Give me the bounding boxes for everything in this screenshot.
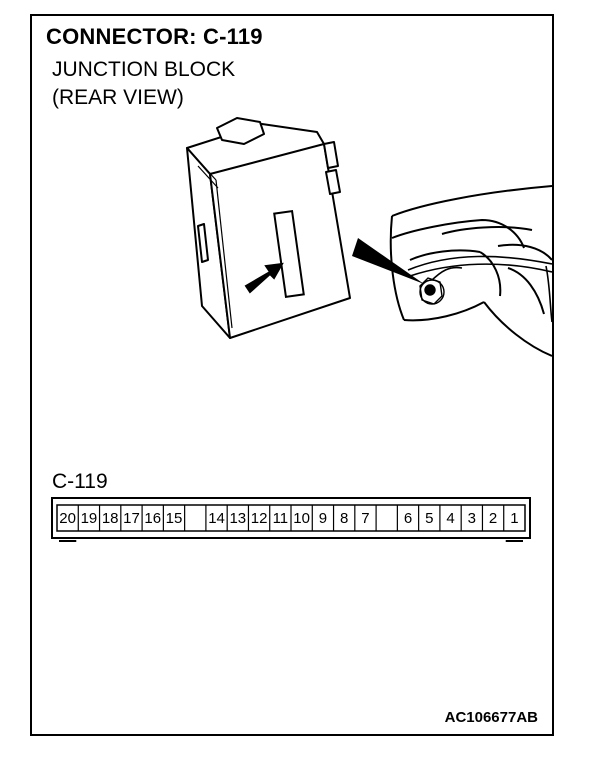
pin-number: 6 bbox=[404, 510, 412, 527]
pin-number: 20 bbox=[59, 510, 76, 527]
figure-code: AC106677AB bbox=[444, 709, 538, 726]
pin-number: 13 bbox=[229, 510, 246, 527]
pin-number: 3 bbox=[468, 510, 476, 527]
pin-number: 8 bbox=[340, 510, 348, 527]
pin-number: 12 bbox=[251, 510, 268, 527]
pin-number: 11 bbox=[273, 510, 289, 527]
component-name: JUNCTION BLOCK bbox=[52, 58, 236, 81]
junction-block-illustration bbox=[186, 117, 552, 357]
pin-number: 17 bbox=[123, 510, 140, 527]
connector-title: CONNECTOR: C-119 bbox=[46, 24, 263, 49]
pin-number: 14 bbox=[208, 510, 225, 527]
pin-number: 15 bbox=[166, 510, 183, 527]
pin-number: 18 bbox=[102, 510, 119, 527]
pin-number: 4 bbox=[446, 510, 454, 527]
connector-id-label: C-119 bbox=[52, 470, 108, 493]
pin-number: 7 bbox=[361, 510, 369, 527]
pin-number: 1 bbox=[510, 510, 518, 527]
diagram-frame: CONNECTOR: C-119 JUNCTION BLOCK (REAR VI… bbox=[30, 14, 554, 736]
pin-number: 16 bbox=[144, 510, 161, 527]
pin-number: 10 bbox=[293, 510, 310, 527]
pin-number: 19 bbox=[81, 510, 98, 527]
pin-number: 9 bbox=[319, 510, 327, 527]
view-label: (REAR VIEW) bbox=[52, 86, 184, 109]
pin-number: 2 bbox=[489, 510, 497, 527]
pin-number: 5 bbox=[425, 510, 433, 527]
